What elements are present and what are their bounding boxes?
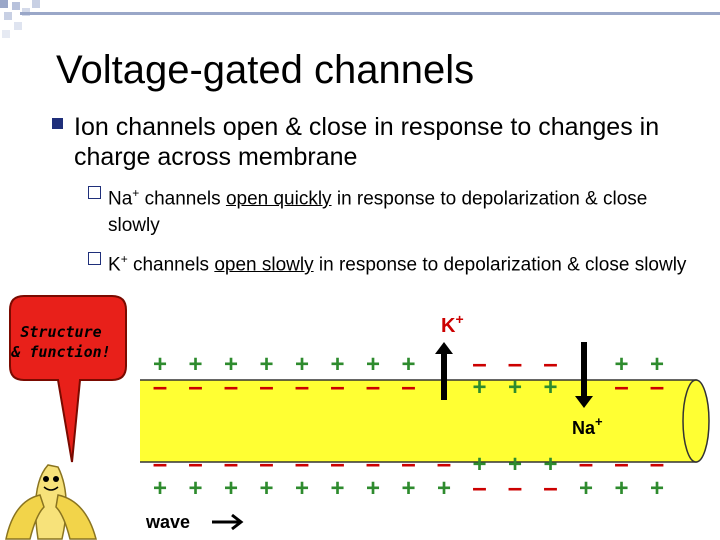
top-outer-charge: + [188,351,202,378]
bottom-outer-charge: + [366,475,380,502]
top-inner-charge: – [259,371,273,401]
subbullet-na-pre: channels [139,188,226,210]
bottom-outer-charge: – [508,472,522,502]
bottom-outer-charge: + [437,475,451,502]
axon-cylinder [140,379,710,463]
bottom-outer-charge: + [401,475,415,502]
top-outer-charge: + [259,351,273,378]
banana-mascot-icon [5,464,97,540]
checkbox-bullet-icon [88,186,101,199]
bottom-outer-charge: + [224,475,238,502]
subbullet-na: Na+ channels open quickly in response to… [108,180,698,239]
subbullet-k-post: in response to depolarization & close sl… [313,254,687,276]
callout-line-1: Structure [20,323,102,341]
top-inner-charge: + [508,374,522,401]
bottom-inner-charge: – [614,448,628,478]
subbullet-k-underlined: open slowly [214,254,314,276]
top-inner-charge: – [224,371,238,401]
top-outer-charge: + [330,351,344,378]
ion-k: K [108,254,121,276]
bottom-inner-charge: – [401,448,415,478]
top-outer-charge: + [614,351,628,378]
main-bullet: Ion channels open & close in response to… [74,113,660,171]
bottom-inner-charge: + [508,451,522,478]
callout-line-2: & function! [11,343,111,361]
bottom-inner-charge: – [259,448,273,478]
top-inner-charge: – [295,371,309,401]
title-rule [20,12,720,15]
checkbox-bullet-icon [88,252,101,265]
k-channel-arrow-head [435,342,453,354]
bottom-outer-charge: + [295,475,309,502]
callout-bubble [9,295,127,463]
bottom-outer-charge: + [330,475,344,502]
ion-na-charge: + [132,186,140,200]
bottom-inner-charge: – [224,448,238,478]
top-inner-charge: – [330,371,344,401]
bottom-outer-charge: + [188,475,202,502]
top-outer-charge: + [650,351,664,378]
bottom-inner-charge: – [188,448,202,478]
slide-title: Voltage-gated channels [56,48,475,92]
bottom-outer-charge: + [650,475,664,502]
k-ion-label: K+ [441,311,464,337]
top-inner-charge: – [401,371,415,401]
top-inner-charge: – [153,371,167,401]
wave-arrow-icon [212,513,244,531]
wave-label: wave [145,512,190,532]
bottom-outer-charge: + [259,475,273,502]
bullet-square-icon [52,118,63,129]
ion-k-charge: + [120,252,128,266]
top-outer-charge: + [401,351,415,378]
bottom-outer-charge: + [579,475,593,502]
bottom-inner-charge: – [330,448,344,478]
na-ion-label: Na+ [572,414,603,438]
ion-na: Na [108,188,133,210]
top-inner-charge: – [650,371,664,401]
subbullet-k-pre: channels [127,254,215,276]
bottom-outer-charge: – [543,472,557,502]
bottom-outer-charge: – [472,472,486,502]
axon-diagram: ++++++++–––++––––––––+++–––––––––––+++––… [140,311,710,532]
bottom-inner-charge: – [295,448,309,478]
bottom-inner-charge: – [437,448,451,478]
subbullet-k: K+ channels open slowly in response to d… [108,246,698,278]
corner-decoration [0,0,40,38]
top-inner-charge: – [614,371,628,401]
subbullet-na-underlined: open quickly [225,188,332,210]
bottom-inner-charge: + [543,451,557,478]
top-outer-charge: + [295,351,309,378]
bottom-outer-charge: + [153,475,167,502]
top-outer-charge: – [508,348,522,378]
top-outer-charge: – [472,348,486,378]
top-outer-charge: – [543,348,557,378]
bottom-inner-charge: – [579,448,593,478]
bottom-inner-charge: + [472,451,486,478]
top-outer-charge: + [366,351,380,378]
callout-text: Structure & function! [6,322,116,362]
subbullet-na-post: in response to depolarization & close sl… [108,188,648,237]
bottom-inner-charge: – [366,448,380,478]
na-channel-arrow-head [575,396,593,408]
top-outer-charge: + [153,351,167,378]
top-inner-charge: – [366,371,380,401]
bottom-inner-charge: – [650,448,664,478]
top-inner-charge: + [472,374,486,401]
top-outer-charge: + [224,351,238,378]
top-inner-charge: – [188,371,202,401]
bottom-inner-charge: – [153,448,167,478]
bottom-outer-charge: + [614,475,628,502]
top-inner-charge: + [543,374,557,401]
